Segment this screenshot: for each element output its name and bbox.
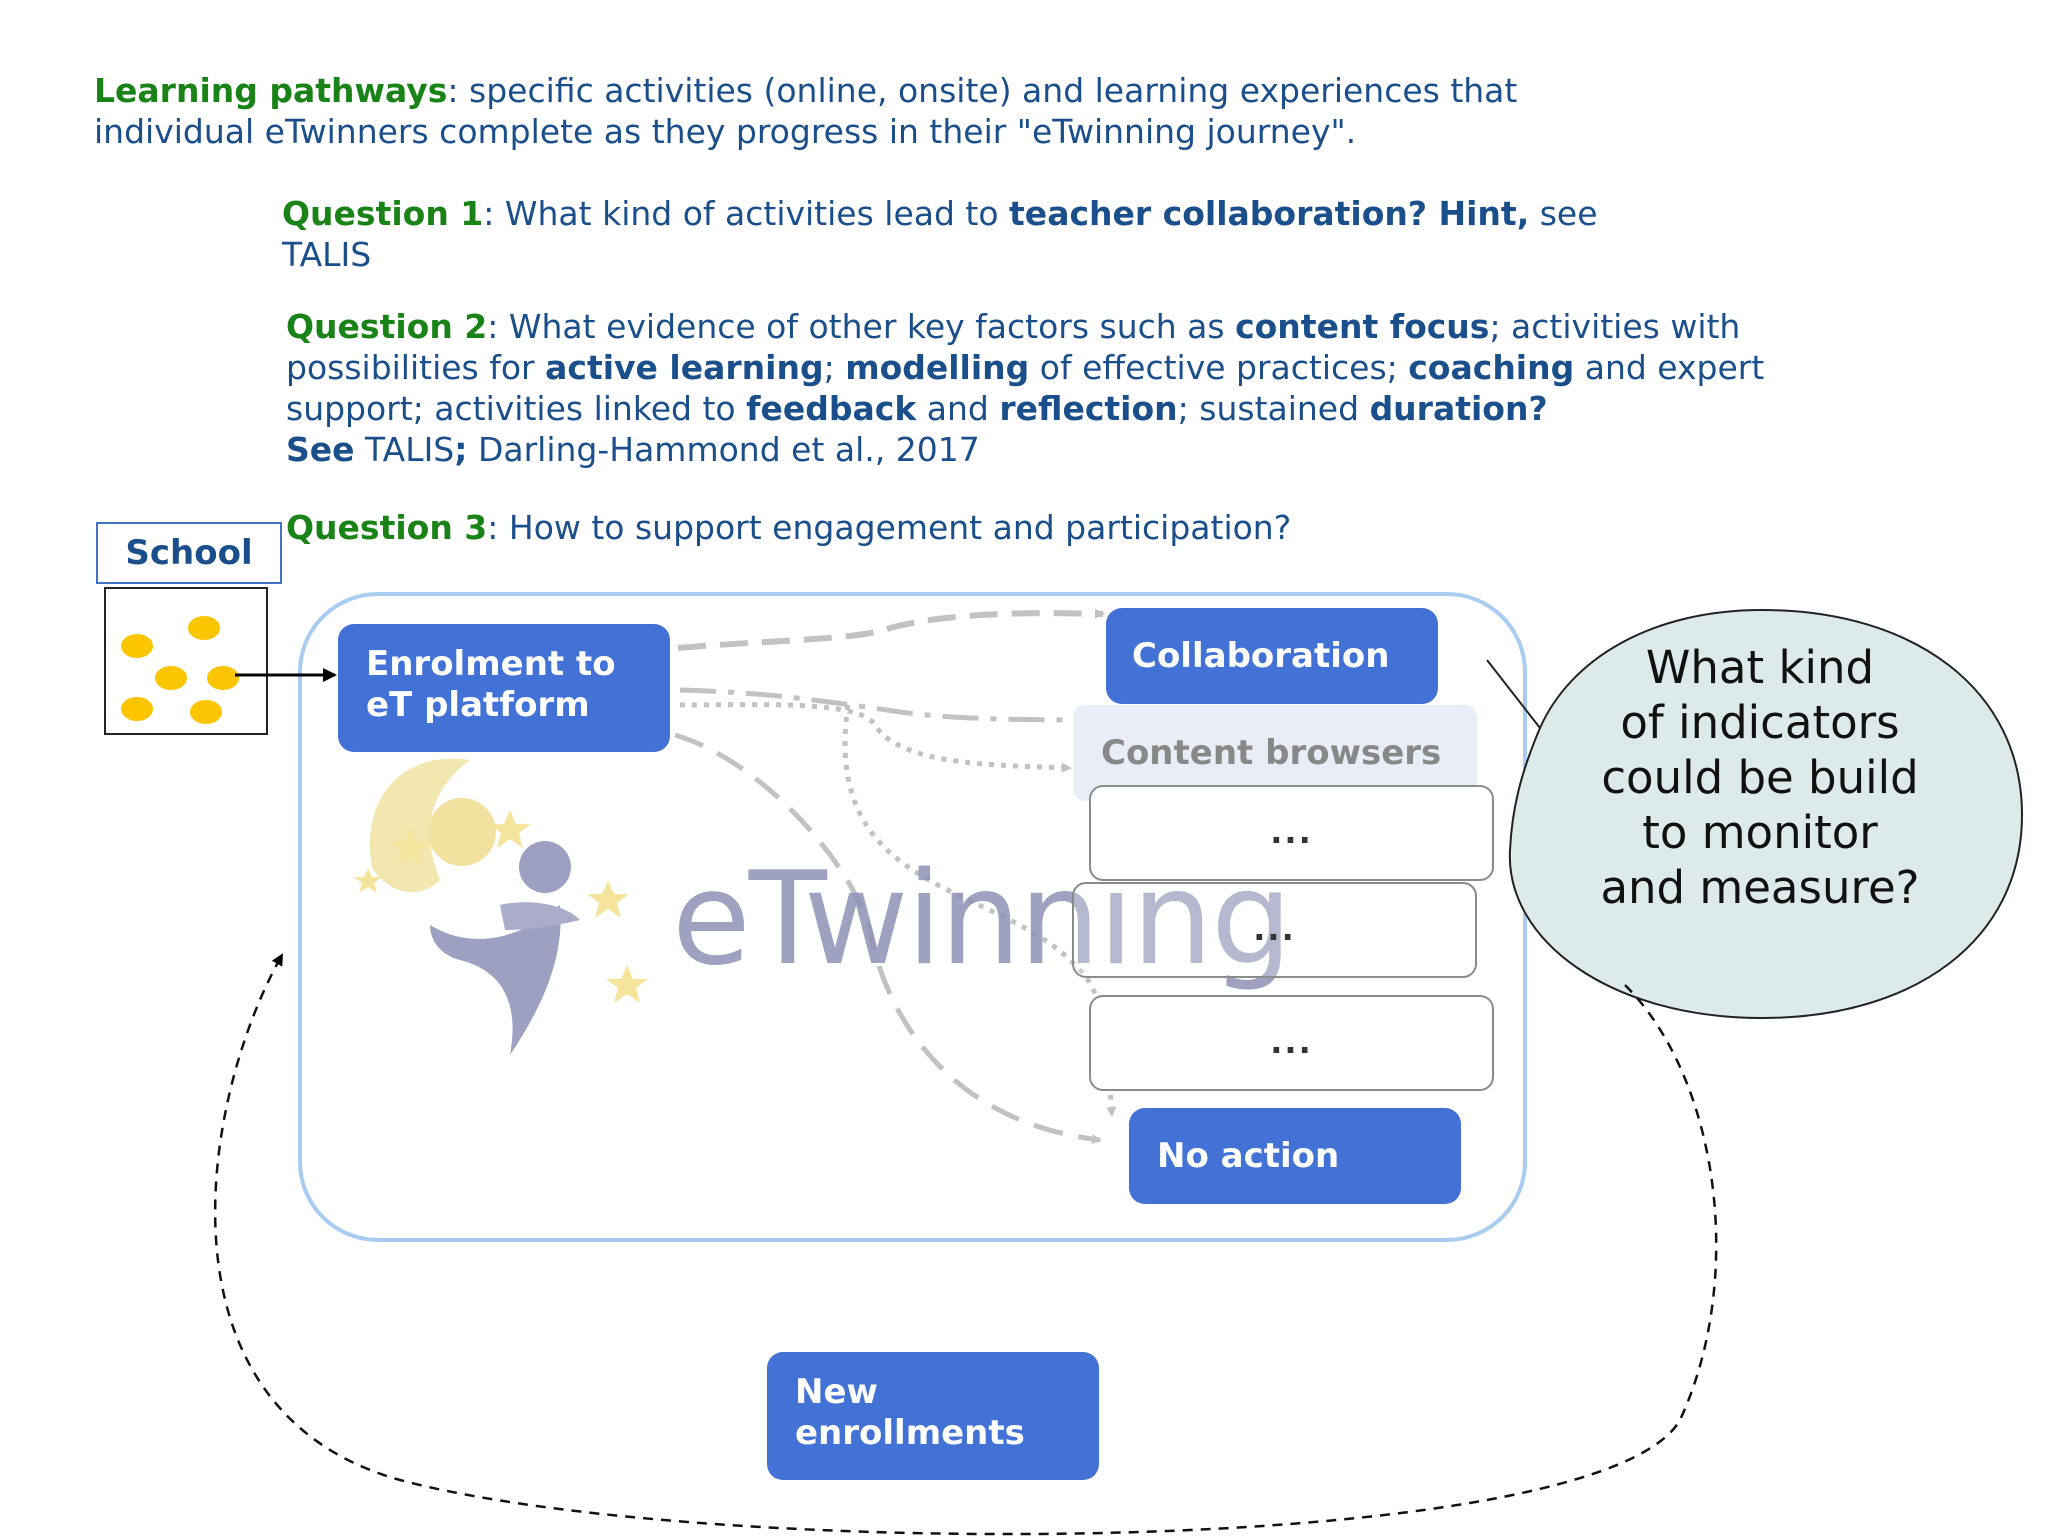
new-enrollments-line1: New [795, 1372, 878, 1412]
question2-text: ; sustained [1177, 389, 1370, 428]
school-dot [155, 666, 187, 690]
bubble-line3: could be build [1601, 751, 1919, 804]
bubble-line2: of indicators [1620, 696, 1900, 749]
question3-line: Question 3: How to support engagement an… [286, 507, 1291, 548]
question2-see: See [286, 430, 355, 469]
new-enrollments-line2: enrollments [795, 1413, 1025, 1453]
placeholder-box-3: ... [1089, 995, 1494, 1091]
learning-pathways-line1: Learning pathways: specific activities (… [94, 70, 1517, 111]
question3-text: : How to support engagement and particip… [487, 508, 1292, 547]
school-dot [188, 616, 220, 640]
question2-duration: duration? [1369, 389, 1548, 428]
question2-feedback: feedback [746, 389, 917, 428]
question2-reference: Darling-Hammond et al., 2017 [467, 430, 980, 469]
school-dot [207, 666, 239, 690]
school-dot [190, 700, 222, 724]
bubble-line1: What kind [1645, 641, 1875, 694]
school-dot [121, 697, 153, 721]
question2-text: ; [823, 348, 846, 387]
question1-label: Question 1 [282, 194, 484, 233]
question3-label: Question 3 [286, 508, 488, 547]
placeholder-dots-1: ... [1270, 813, 1313, 851]
question2-content-focus: content focus [1235, 307, 1490, 346]
content-browsers-label: Content browsers [1101, 733, 1442, 773]
learning-pathways-text: : specific activities (online, onsite) a… [447, 71, 1518, 110]
placeholder-box-2: ... [1072, 882, 1477, 978]
learning-pathways-line2: individual eTwinners complete as they pr… [94, 112, 1357, 151]
placeholder-dots-3: ... [1270, 1023, 1313, 1061]
bubble-line4: to monitor [1642, 806, 1878, 859]
question2-text: of effective practices; [1029, 348, 1409, 387]
question1-emphasis: teacher collaboration? Hint, [1009, 194, 1530, 233]
question2-reflection: reflection [999, 389, 1178, 428]
question2-text: and expert [1574, 348, 1765, 387]
collaboration-label: Collaboration [1132, 636, 1390, 676]
school-label-box: School [96, 522, 282, 584]
speech-bubble-text: What kind of indicators could be build t… [1520, 640, 2000, 915]
question2-modelling: modelling [845, 348, 1030, 387]
placeholder-box-1: ... [1089, 785, 1494, 881]
learning-pathways-label: Learning pathways [94, 71, 448, 110]
no-action-box: No action [1129, 1108, 1461, 1204]
enrolment-line1: Enrolment to [366, 644, 616, 684]
question2-text: support; activities linked to [286, 389, 747, 428]
school-dot [121, 634, 153, 658]
question2-active-learning: active learning [545, 348, 824, 387]
question2-line2: possibilities for active learning; model… [286, 347, 1764, 388]
arrow-enrolment-to-content [679, 687, 1105, 725]
arrow-enrolment-to-noaction [674, 732, 1102, 1145]
etwinning-logo [354, 758, 648, 1055]
question2-text: and [916, 389, 1000, 428]
arrow-enrolment-to-collaboration [677, 608, 1105, 651]
enrolment-line2: eT platform [366, 685, 590, 725]
speech-bubble-shape [1486, 608, 2024, 1020]
question1-text-end: see [1529, 194, 1598, 233]
question2-coaching: coaching [1408, 348, 1575, 387]
enrolment-box: Enrolment to eT platform [338, 624, 670, 752]
no-action-label: No action [1157, 1136, 1340, 1176]
question2-line1: Question 2: What evidence of other key f… [286, 306, 1740, 347]
new-enrollments-box: New enrollments [767, 1352, 1099, 1480]
question2-line3: support; activities linked to feedback a… [286, 388, 1548, 429]
question1-line2: TALIS [282, 235, 372, 274]
question2-text: TALIS [354, 430, 455, 469]
school-label: School [125, 533, 253, 573]
bubble-line5: and measure? [1600, 861, 1920, 914]
question2-text: possibilities for [286, 348, 546, 387]
question2-label: Question 2 [286, 307, 488, 346]
placeholder-dots-2: ... [1253, 910, 1296, 948]
question2-semicolon: ; [454, 430, 468, 469]
question1-line1: Question 1: What kind of activities lead… [282, 193, 1598, 234]
question1-text: : What kind of activities lead to [483, 194, 1010, 233]
question2-text: ; activities with [1489, 307, 1741, 346]
collaboration-box: Collaboration [1106, 608, 1438, 704]
question2-line4: See TALIS; Darling-Hammond et al., 2017 [286, 429, 980, 470]
question2-text: : What evidence of other key factors suc… [487, 307, 1236, 346]
feedback-loop-arrow [214, 953, 1718, 1536]
